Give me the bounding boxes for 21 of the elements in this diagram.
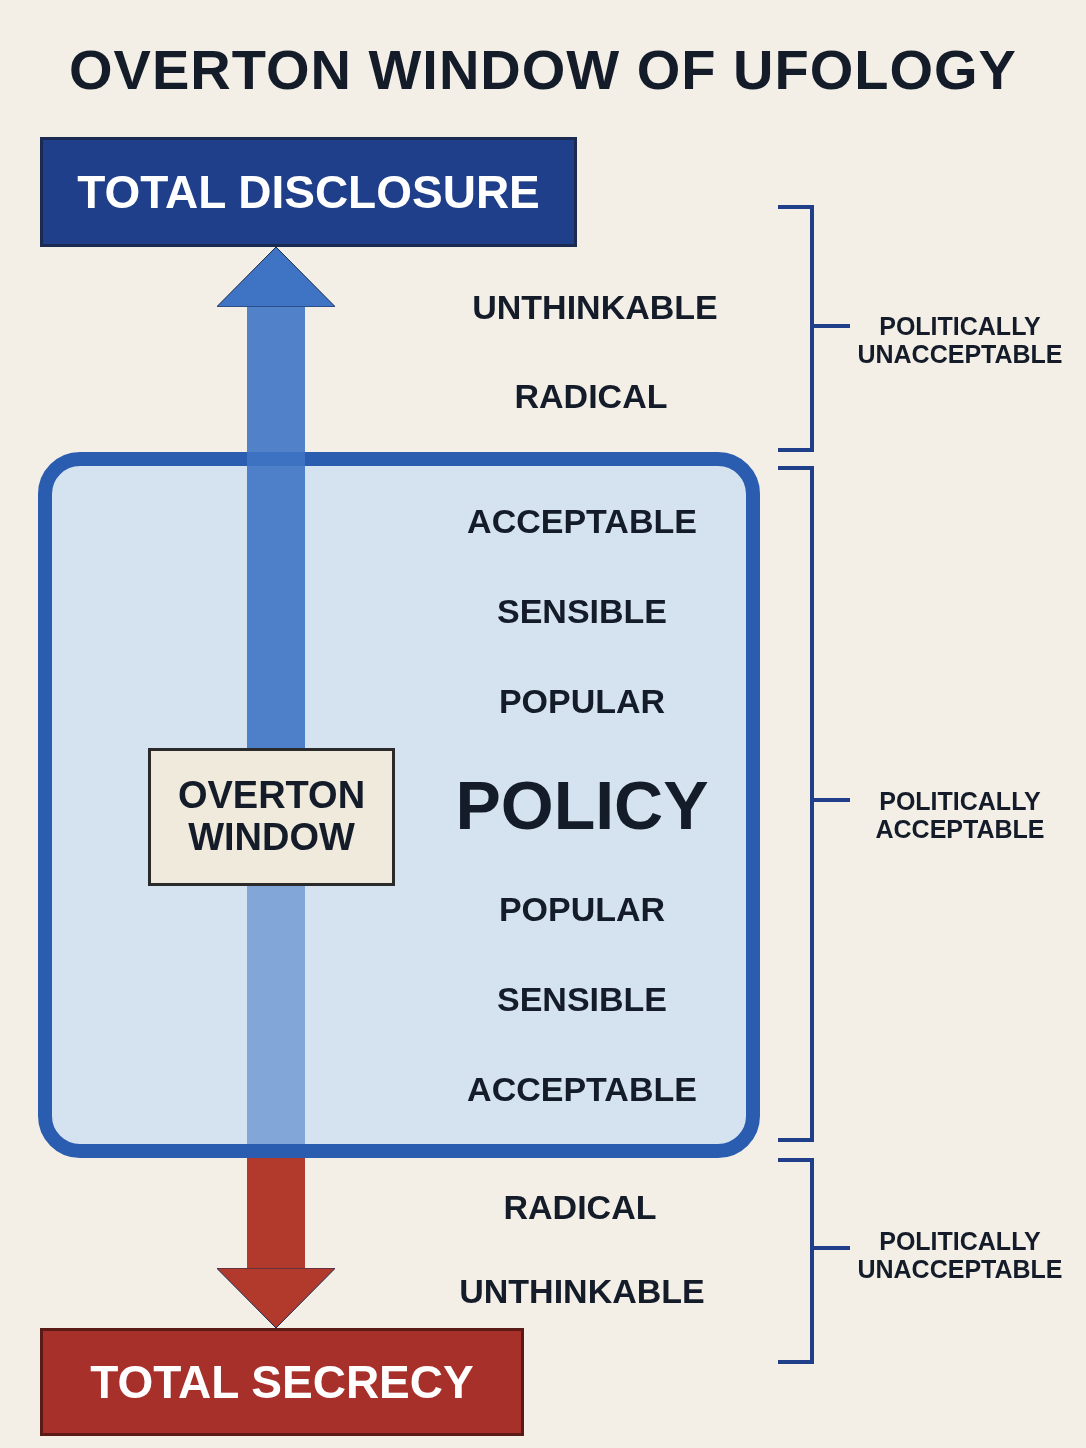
window-label-box: OVERTON WINDOW (148, 748, 395, 886)
level-label: ACCEPTABLE (467, 1071, 697, 1109)
arrow (216, 1158, 336, 1329)
level-label: ACCEPTABLE (467, 503, 697, 541)
bracket-label: POLITICALLY ACCEPTABLE (874, 787, 1046, 843)
bracket-label: POLITICALLY UNACCEPTABLE (856, 312, 1064, 368)
level-label: UNTHINKABLE (472, 289, 718, 327)
level-label: RADICAL (514, 378, 668, 416)
arrow (216, 246, 336, 748)
level-label: POPULAR (498, 891, 666, 929)
title: OVERTON WINDOW OF UFOLOGY (69, 39, 1017, 101)
level-label: UNTHINKABLE (459, 1273, 705, 1311)
endpoint-box: TOTAL DISCLOSURE (40, 137, 577, 247)
bracket-label: POLITICALLY UNACCEPTABLE (856, 1227, 1064, 1283)
level-label: SENSIBLE (497, 981, 667, 1019)
level-label: RADICAL (503, 1189, 657, 1227)
center-label: POLICY (455, 767, 709, 843)
window-frame (38, 452, 760, 1158)
level-label: SENSIBLE (497, 593, 667, 631)
level-label: POPULAR (498, 683, 666, 721)
endpoint-box: TOTAL SECRECY (40, 1328, 524, 1436)
